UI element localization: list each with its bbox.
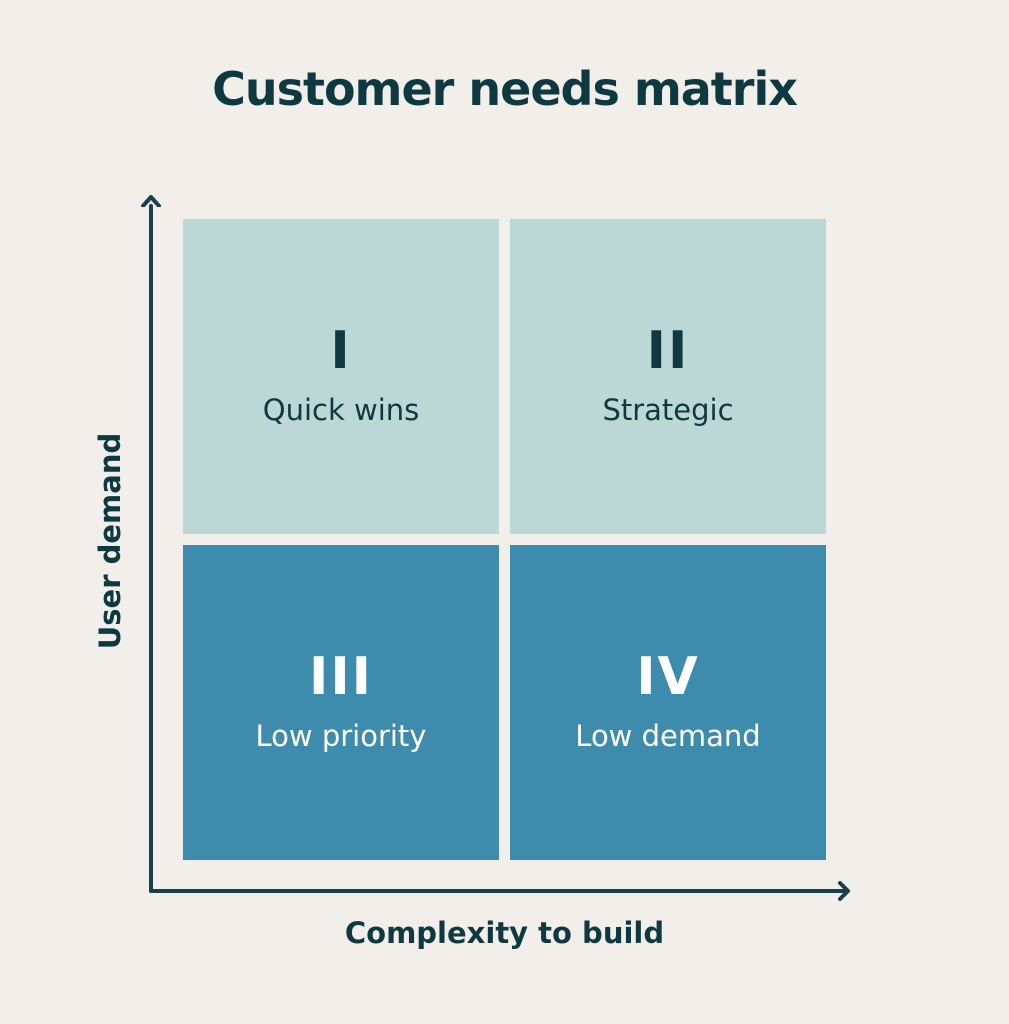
y-axis-line [149,204,153,893]
y-axis-label: User demand [93,432,127,650]
quadrant-3-low-priority: III Low priority [183,545,499,860]
quadrant-2-numeral: II [646,321,690,382]
quadrant-grid: I Quick wins II Strategic III Low priori… [183,219,826,860]
quadrant-3-numeral: III [308,647,374,708]
quadrant-1-quick-wins: I Quick wins [183,219,499,534]
quadrant-1-numeral: I [330,321,352,382]
quadrant-4-label: Low demand [575,719,761,754]
quadrant-4-low-demand: IV Low demand [510,545,826,860]
x-axis-label: Complexity to build [344,916,665,950]
y-axis-arrow-up-icon [141,195,161,208]
quadrant-2-strategic: II Strategic [510,219,826,534]
quadrant-4-numeral: IV [636,647,700,708]
quadrant-2-label: Strategic [602,393,734,428]
page-title: Customer needs matrix [212,62,798,116]
quadrant-1-label: Quick wins [262,393,420,428]
quadrant-3-label: Low priority [255,719,427,754]
x-axis-line [149,889,847,893]
x-axis-arrow-right-icon [838,881,850,901]
